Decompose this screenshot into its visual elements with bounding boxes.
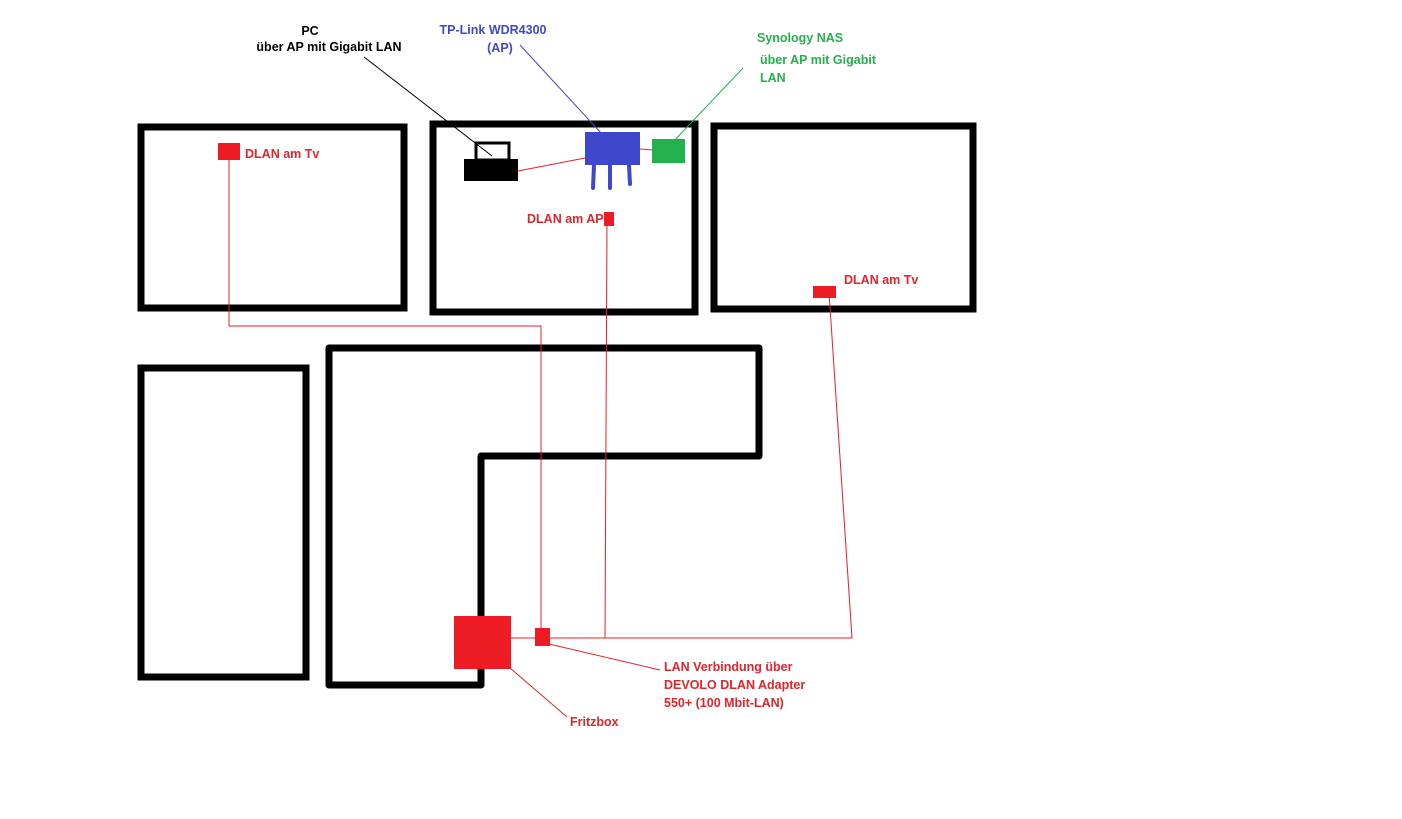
lan-adapter-label-line3: 550+ (100 Mbit-LAN) [664, 696, 784, 710]
pc-label-subtitle: über AP mit Gigabit LAN [256, 40, 401, 54]
lan-adapter-label-line2: DEVOLO DLAN Adapter [664, 678, 805, 692]
room-bottom-left [137, 364, 310, 681]
ap-label-subtitle: (AP) [487, 41, 513, 55]
pc-label-title: PC [301, 24, 318, 38]
leader-pc [363, 56, 493, 157]
dlan-tv-right-label: DLAN am Tv [844, 273, 918, 287]
lan-adapter-label-line1: LAN Verbindung über [664, 660, 793, 674]
cable-pc-ap [517, 157, 586, 172]
cable-tv-right [549, 291, 853, 639]
ap-label-title: TP-Link WDR4300 [440, 23, 547, 37]
dlan-tv-left-label: DLAN am Tv [245, 147, 319, 161]
laptop-icon [464, 141, 518, 181]
dlan-adapter-tv-right [813, 286, 836, 298]
nas-label-line3: LAN [760, 71, 786, 85]
room-top-right [710, 122, 977, 313]
dlan-adapter-main [535, 628, 550, 646]
nas-label-title: Synology NAS [757, 31, 843, 45]
router-icon [585, 132, 640, 190]
leader-fritzbox [509, 667, 568, 718]
dlan-ap-label: DLAN am AP [527, 212, 604, 226]
nas-label-line2: über AP mit Gigabit [760, 53, 877, 67]
dlan-adapter-ap [604, 212, 614, 226]
dlan-adapter-tv-left [218, 143, 240, 160]
leader-lan-adapter [548, 643, 661, 671]
room-top-left [137, 123, 408, 312]
cable-tv-left [228, 152, 542, 636]
nas-icon [652, 139, 685, 163]
room-top-middle [429, 120, 699, 316]
leader-nas [671, 67, 744, 144]
fritzbox-icon [454, 616, 511, 669]
cable-ap-nas [639, 148, 654, 151]
room-l-shaped [325, 344, 763, 689]
leader-ap [519, 44, 602, 134]
fritzbox-label: Fritzbox [570, 715, 619, 729]
cable-ap [604, 218, 608, 639]
